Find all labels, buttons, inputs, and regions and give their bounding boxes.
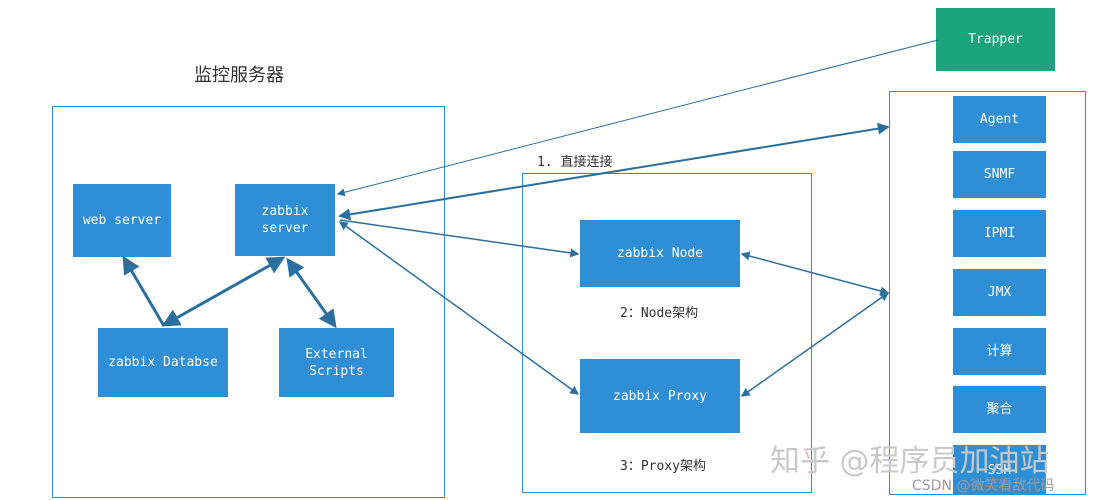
zabbix-database-box: zabbix Databse — [98, 328, 228, 397]
node-architecture-label: 2：Node架构 — [620, 306, 699, 321]
compute-box: 计算 — [953, 328, 1046, 375]
monitor-server-title: 监控服务器 — [194, 65, 284, 86]
server-agents-direct-arrow — [338, 122, 890, 221]
web-server-box: web server — [73, 184, 171, 257]
snmf-box: SNMF — [953, 151, 1046, 198]
node-agents-arrow — [740, 251, 890, 296]
ssh-box: SSH — [953, 445, 1046, 495]
database-server-arrow — [161, 256, 286, 327]
trapper-box: Trapper — [936, 8, 1055, 71]
zabbix-proxy-box: zabbix Proxy — [580, 359, 740, 433]
agent-box: Agent — [953, 96, 1046, 143]
jmx-box: JMX — [953, 269, 1046, 316]
ipmi-box: IPMI — [953, 210, 1046, 257]
trapper-to-server-arrow — [336, 39, 939, 197]
server-external-arrow — [286, 257, 337, 329]
zabbix-server-box: zabbix server — [235, 184, 335, 256]
csdn-watermark: CSDN @微笑看敌代码 — [912, 478, 1055, 494]
aggregate-box: 聚合 — [953, 386, 1046, 433]
proxy-agents-arrow — [740, 292, 890, 397]
database-to-webserver-arrow — [122, 255, 166, 327]
server-to-node-arrow — [339, 219, 580, 258]
zabbix-node-box: zabbix Node — [580, 220, 740, 287]
zhihu-watermark: 知乎 @程序员加油站 — [770, 444, 1050, 479]
proxy-architecture-label: 3：Proxy架构 — [620, 459, 706, 474]
server-proxy-arrow — [338, 221, 580, 395]
